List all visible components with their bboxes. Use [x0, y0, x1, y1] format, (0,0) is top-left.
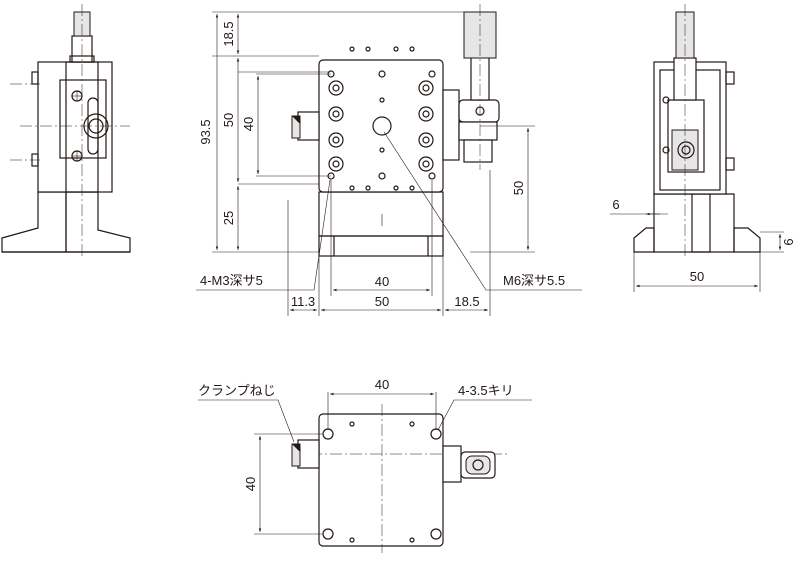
dim-6-left: 6	[612, 197, 619, 212]
dim-50-right: 50	[511, 181, 526, 195]
edge-dots	[349, 46, 415, 191]
dimension-lines	[196, 11, 784, 535]
dim-40-bottom: 40	[375, 274, 389, 289]
dim-50-bottom: 50	[375, 294, 389, 309]
front-view	[291, 4, 500, 257]
dim-40-left: 40	[241, 117, 256, 131]
hole-column-right	[418, 70, 436, 180]
dim-40-plan-left: 40	[243, 477, 258, 491]
dimension-text: 93.5 18.5 50 40 25 50 40 11.3 50 18.5 4-…	[198, 21, 796, 491]
dim-18-5-bottom: 18.5	[454, 294, 479, 309]
dim-18-5-top: 18.5	[221, 21, 236, 46]
dim-6-right: 6	[781, 238, 796, 245]
label-m6: M6深サ5.5	[503, 273, 565, 288]
dim-93-5: 93.5	[198, 119, 213, 144]
label-clamp-screw: クランプねじ	[198, 383, 276, 398]
right-side-view	[633, 4, 761, 256]
left-side-view	[1, 4, 131, 256]
label-holes: 4-3.5キリ	[458, 383, 514, 398]
plan-view	[291, 404, 510, 553]
dim-40-plan-top: 40	[375, 377, 389, 392]
dim-50-side: 50	[690, 269, 704, 284]
dim-11-3: 11.3	[291, 294, 315, 309]
dim-25: 25	[221, 211, 236, 225]
dim-50-left: 50	[221, 113, 236, 127]
label-m3: 4-M3深サ5	[200, 273, 263, 288]
hole-column-left	[327, 70, 344, 180]
